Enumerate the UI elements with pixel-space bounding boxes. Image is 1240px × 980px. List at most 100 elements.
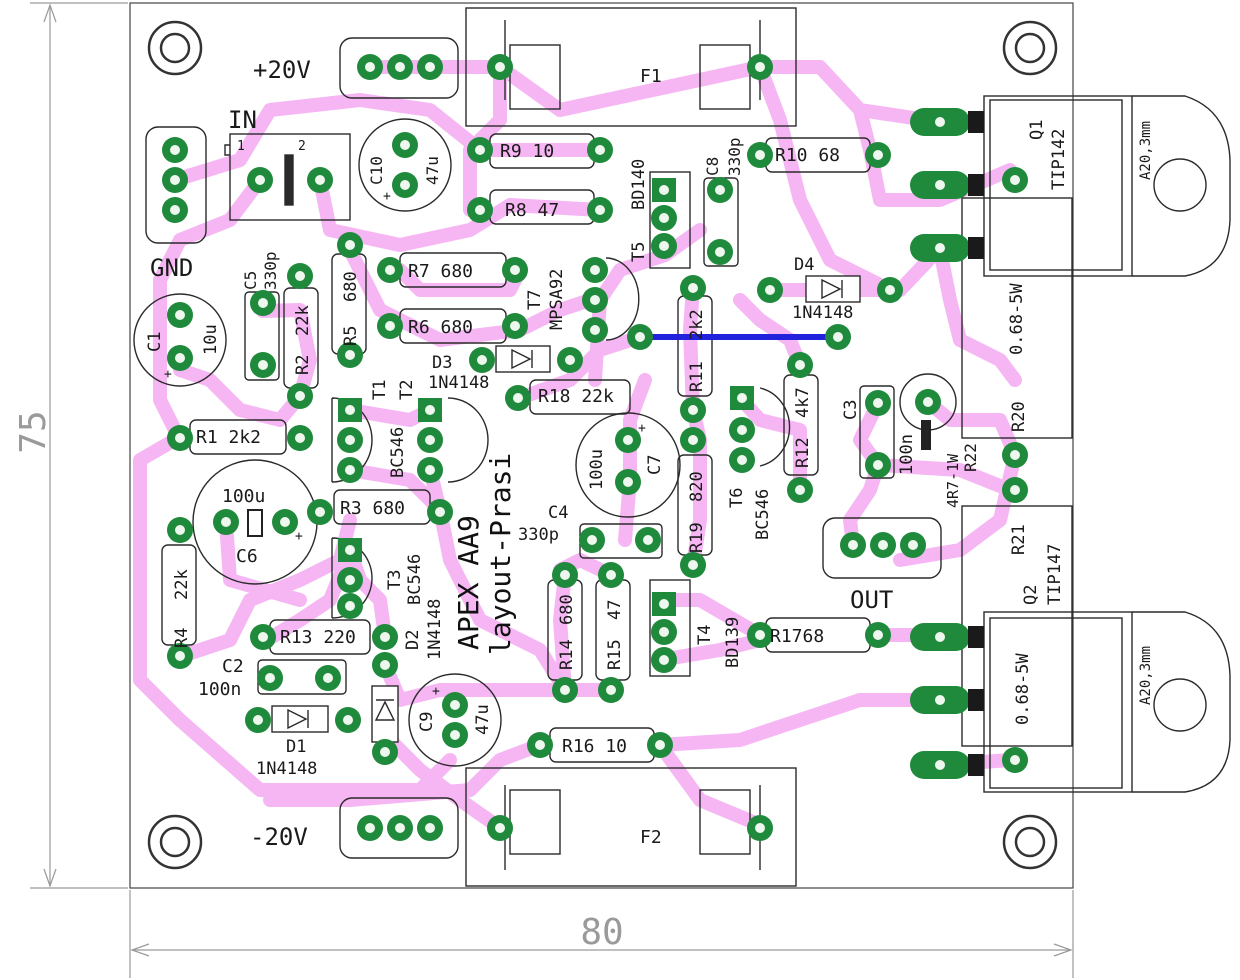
dimension-height-label: 75 (13, 410, 54, 453)
pad-hole (315, 507, 325, 517)
label-r19: R19 (687, 522, 707, 553)
pad-hole (170, 175, 180, 185)
label-t1t2-type: BC546 (388, 427, 408, 478)
label-d3: D3 (432, 353, 452, 373)
label-board-title: APEX AA9 (452, 515, 485, 650)
label-t2: T2 (397, 380, 417, 400)
label-r13: R13 220 (280, 627, 356, 648)
pad-hole (565, 355, 575, 365)
label-q1-heatsink: A20,3mm (1138, 121, 1154, 180)
label-r9: R9 10 (500, 141, 554, 162)
pad-hole (323, 673, 333, 683)
r22-body (921, 420, 931, 450)
pad-hole (385, 265, 395, 275)
silkscreen-labels: +20V -20V IN 1 2 GND OUT APEX AA9 layout… (145, 56, 1154, 851)
pad-hole (560, 685, 570, 695)
pad-hole (258, 360, 268, 370)
pad-hole (1010, 485, 1020, 495)
label-c2-val: 100n (198, 679, 241, 700)
pad-hole (1010, 450, 1020, 460)
pad-hole (400, 140, 410, 150)
pad-hole (258, 298, 268, 308)
label-c8-val: 330p (725, 137, 744, 176)
svg-text:+: + (295, 529, 303, 544)
pad-hole (590, 295, 600, 305)
label-d3-type: 1N4148 (428, 373, 489, 393)
pad-hole (765, 285, 775, 295)
label-r12: R12 (793, 437, 813, 468)
pad-tab (968, 754, 984, 776)
pad-hole (659, 627, 669, 637)
pad-hole (923, 397, 933, 407)
label-q1: Q1 (1027, 120, 1047, 140)
pad-hole (755, 150, 765, 160)
label-r14-val: 680 (557, 594, 577, 625)
pad-hole (1010, 175, 1020, 185)
label-r14: R14 (557, 639, 577, 670)
label-in-pin2: 2 (298, 139, 306, 154)
label-c1: C1 (145, 332, 165, 352)
label-power-res-top: 0.68-5W (1007, 283, 1027, 355)
label-r8: R8 47 (505, 200, 559, 221)
pad-hole (435, 507, 445, 517)
pad-hole (935, 243, 945, 253)
pad-hole (873, 460, 883, 470)
pad-hole (873, 398, 883, 408)
pad-hole (315, 175, 325, 185)
svg-text:+: + (164, 367, 172, 382)
connector-outlines (145, 37, 942, 859)
pad-hole (385, 321, 395, 331)
svg-text:+: + (383, 189, 391, 204)
label-t3-type: BC546 (405, 554, 425, 605)
pad-hole (848, 540, 858, 550)
pad-hole (688, 435, 698, 445)
label-r15: R15 (605, 639, 625, 670)
pad-hole (345, 350, 355, 360)
label-t1: T1 (370, 380, 390, 400)
pad-hole (715, 247, 725, 257)
label-c9-val: 47u (473, 704, 493, 735)
pad-hole (935, 760, 945, 770)
pad-hole (295, 433, 305, 443)
pad-hole (873, 150, 883, 160)
label-q2-heatsink: A20,3mm (1138, 646, 1154, 705)
label-q2-type: TIP147 (1045, 544, 1065, 605)
pad-hole (345, 465, 355, 475)
pad-hole (873, 630, 883, 640)
pad-hole (170, 205, 180, 215)
pad-hole (425, 823, 435, 833)
cap-polarity-bar (247, 509, 263, 537)
pad-hole (175, 651, 185, 661)
label-c10-val: 47u (423, 156, 442, 185)
pad-hole (659, 241, 669, 251)
pad-hole (475, 205, 485, 215)
label-t4-type: BD139 (723, 617, 743, 668)
svg-text:+: + (638, 421, 646, 436)
pad-hole (175, 310, 185, 320)
label-out: OUT (850, 586, 893, 614)
pad-hole (175, 525, 185, 535)
pad-tab (968, 237, 984, 259)
pad-hole (935, 695, 945, 705)
label-t7-type: MPSA92 (547, 269, 567, 330)
pad-hole (688, 405, 698, 415)
pad-hole (450, 700, 460, 710)
pad-hole (495, 823, 505, 833)
label-r17: R1768 (770, 626, 824, 647)
label-t4: T4 (695, 625, 715, 645)
pad-hole (935, 180, 945, 190)
pad-hole (595, 205, 605, 215)
pad-hole (606, 570, 616, 580)
pad-hole (425, 435, 435, 445)
label-c3: C3 (841, 400, 861, 420)
pad-tab (968, 626, 984, 648)
pad-hole (595, 145, 605, 155)
svg-text:+: + (432, 684, 440, 699)
pad-hole (175, 353, 185, 363)
pad-hole (935, 632, 945, 642)
label-r11-val: 2k2 (687, 309, 707, 340)
label-r2: R2 (293, 355, 313, 375)
pad-tab (968, 689, 984, 711)
label-d1-type: 1N4148 (256, 759, 317, 779)
pad-hole (878, 540, 888, 550)
